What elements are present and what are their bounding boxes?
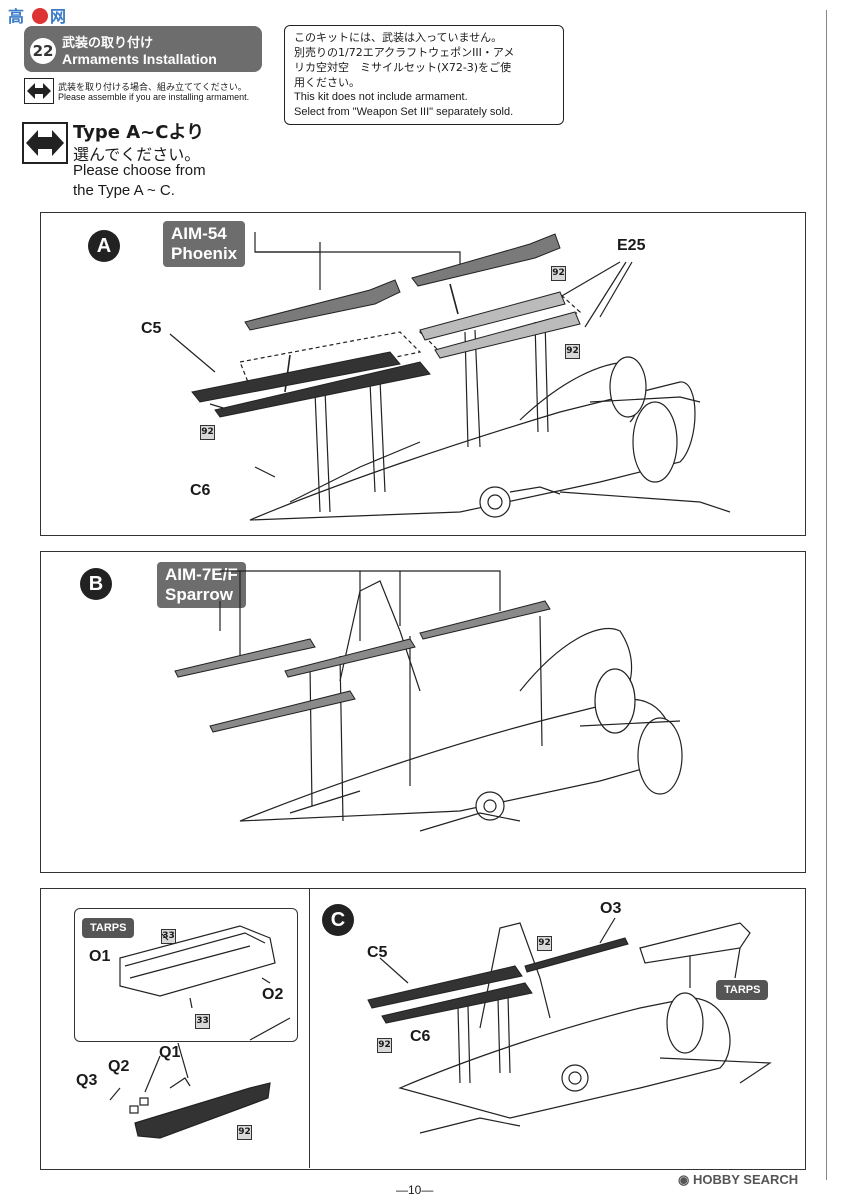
notice-line: 用ください。: [294, 76, 360, 89]
notice-line: Select from "Weapon Set III" separately …: [294, 106, 514, 118]
part-number-badge: 33: [161, 929, 176, 944]
label-o1: O1: [89, 948, 111, 965]
label-q1: Q1: [159, 1044, 181, 1061]
panel-c-divider: [309, 888, 310, 1168]
panel-b-letter: B: [80, 568, 112, 600]
optional-note-en: Please assemble if you are installing ar…: [58, 92, 250, 102]
notice-line: このキットには、武装は入っていません。: [294, 31, 503, 44]
type-choice-jp-2: 選んでください。: [73, 145, 201, 164]
part-number-badge: 92: [565, 344, 580, 359]
choose-arrow-icon: [22, 122, 68, 168]
tarps-tag: TARPS: [716, 980, 769, 1000]
step-number: 22: [30, 38, 56, 64]
part-number-badge: 92: [551, 266, 566, 281]
label-c6: C6: [190, 482, 211, 499]
watermark-text: HOBBY SEARCH: [692, 1172, 799, 1187]
label-c5: C5: [367, 944, 388, 961]
step-header: [24, 26, 262, 72]
label-c6: C6: [410, 1028, 431, 1045]
type-choice-en-2: the Type A ~ C.: [73, 182, 175, 199]
label-o2: O2: [262, 986, 284, 1003]
part-number-badge: 92: [200, 425, 215, 440]
panel-c-letter: C: [322, 904, 354, 936]
panel-b-tag-line1: AIM-7E/F: [165, 565, 238, 584]
step-title-jp: 武装の取り付け: [62, 36, 154, 51]
step-title-en: Armaments Installation: [62, 51, 217, 67]
type-choice-en-1: Please choose from: [73, 162, 206, 179]
panel-c: [40, 888, 806, 1170]
watermark-logo: 高 网: [6, 4, 66, 38]
notice-line: This kit does not include armament.: [294, 91, 468, 103]
page-number: —10—: [396, 1183, 434, 1197]
svg-text:高: 高: [8, 7, 24, 26]
panel-c-drawing: [109, 917, 772, 1139]
panel-b-drawing: [174, 570, 683, 832]
part-number-badge: 92: [377, 1038, 392, 1053]
page-edge: [826, 10, 827, 1180]
panel-a-missile-tag: AIM-54 Phoenix: [163, 221, 246, 267]
watermark-logo-icon: ◉: [678, 1172, 693, 1187]
type-choice-jp-1: Type A~Cより: [73, 122, 205, 143]
hobby-search-watermark: ◉ HOBBY SEARCH: [678, 1172, 798, 1188]
optional-arrow-icon: [24, 78, 54, 108]
label-e25: E25: [617, 237, 646, 254]
label-o3: O3: [600, 900, 622, 917]
tarps-tag-inset: TARPS: [82, 918, 135, 938]
part-number-badge: 92: [237, 1125, 252, 1140]
notice-line: リカ空対空 ミサイルセット(X72-3)をご使: [294, 61, 512, 74]
watermark-logo-icon: 高 网: [8, 7, 66, 26]
part-number-badge: 92: [537, 936, 552, 951]
notice-line: 別売りの1/72エアクラフトウェポンIII・アメ: [294, 46, 515, 59]
panel-a-tag-line1: AIM-54: [171, 224, 227, 243]
panel-a-drawing: [169, 232, 731, 521]
panel-b: [40, 551, 806, 873]
label-c5: C5: [141, 320, 162, 337]
label-q2: Q2: [108, 1058, 130, 1075]
optional-note-jp: 武装を取り付ける場合、組み立ててください。: [58, 83, 247, 93]
panel-b-missile-tag: AIM-7E/F Sparrow: [157, 562, 246, 608]
panel-b-tag-line2: Sparrow: [165, 585, 234, 604]
svg-text:网: 网: [50, 7, 66, 26]
panel-a-tag-line2: Phoenix: [171, 244, 238, 263]
panel-a-letter: A: [88, 230, 120, 262]
label-q3: Q3: [76, 1072, 98, 1089]
notice-box: [284, 25, 564, 125]
panel-a: [40, 212, 806, 536]
part-number-badge: 33: [195, 1014, 210, 1029]
